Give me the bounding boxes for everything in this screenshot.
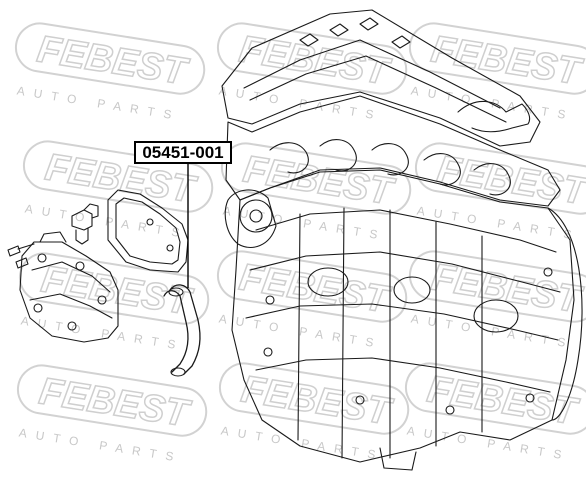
engine-block-vertical	[297, 207, 483, 459]
watermark-3: FEBEST AUTO PARTS	[408, 22, 586, 123]
engine-manifold-runner	[473, 163, 511, 196]
oil-separator-housing	[19, 241, 119, 343]
engine-bolt	[263, 347, 273, 357]
breather-hose-end	[170, 367, 186, 377]
engine-bolt	[355, 395, 365, 405]
housing-bolt-hole	[33, 303, 43, 313]
watermark-11: FEBEST AUTO PARTS	[218, 362, 410, 463]
watermark-12: FEBEST AUTO PARTS	[404, 362, 586, 463]
watermark-layer: FEBEST AUTO PARTS FEBEST AUTO PARTS FEBE…	[14, 22, 586, 465]
engine-breather-pipe	[457, 100, 531, 133]
gasket-hole	[166, 244, 174, 252]
engine-pulley-hub	[249, 209, 263, 223]
engine-rear-flange	[547, 207, 583, 421]
housing-bolt-hole	[67, 321, 77, 331]
engine-head-cover-rib	[249, 55, 507, 123]
pcv-valve-connector	[83, 203, 99, 219]
oil-separator-flange	[39, 231, 67, 243]
engine-block-rib	[245, 303, 559, 341]
engine-manifold-runner	[319, 139, 357, 172]
engine-bolt	[543, 267, 553, 277]
engine-boss	[473, 299, 519, 333]
oil-separator-rib	[29, 293, 113, 319]
engine-timing-cover	[224, 189, 277, 248]
housing-bolt-hole	[97, 295, 107, 305]
engine-bolt	[525, 393, 535, 403]
engine-block	[221, 9, 583, 471]
engine-oil-pan	[379, 447, 417, 471]
housing-bolt	[15, 257, 29, 269]
engine-cam-caps	[299, 17, 411, 49]
part-number-label: 05451-001	[134, 141, 232, 164]
engine-manifold-runner	[423, 153, 461, 186]
engine-head-cover	[221, 9, 541, 147]
engine-boss	[307, 267, 349, 297]
engine-block-rib	[255, 209, 557, 253]
engine-pulley	[239, 199, 273, 233]
breather-hose	[169, 284, 201, 375]
engine-bolt	[445, 405, 455, 415]
valve-cover-gasket	[107, 189, 189, 273]
housing-bolt	[7, 243, 35, 257]
watermark-10: FEBEST AUTO PARTS	[16, 364, 208, 465]
housing-bolt-hole	[37, 253, 47, 263]
engine-boss	[393, 276, 431, 304]
housing-bolt-hole	[75, 261, 85, 271]
engine-manifold-runner	[269, 142, 309, 174]
engine-block-rib	[249, 251, 561, 293]
engine-head-cover-rib	[243, 39, 501, 109]
engine-block-rib	[255, 357, 551, 393]
watermark-1: FEBEST AUTO PARTS	[14, 22, 206, 123]
valve-cover-gasket-inner	[115, 197, 181, 265]
watermark-9: FEBEST AUTO PARTS	[408, 250, 586, 351]
watermark-8: FEBEST AUTO PARTS	[216, 250, 408, 351]
gasket-hole	[146, 218, 154, 226]
watermark-6: FEBEST AUTO PARTS	[414, 142, 586, 243]
watermark-5: FEBEST AUTO PARTS	[220, 142, 412, 243]
pcv-valve-stem	[75, 227, 89, 245]
exploded-parts	[7, 189, 201, 377]
engine-bolt	[265, 295, 275, 305]
breather-hose-end	[168, 287, 184, 297]
